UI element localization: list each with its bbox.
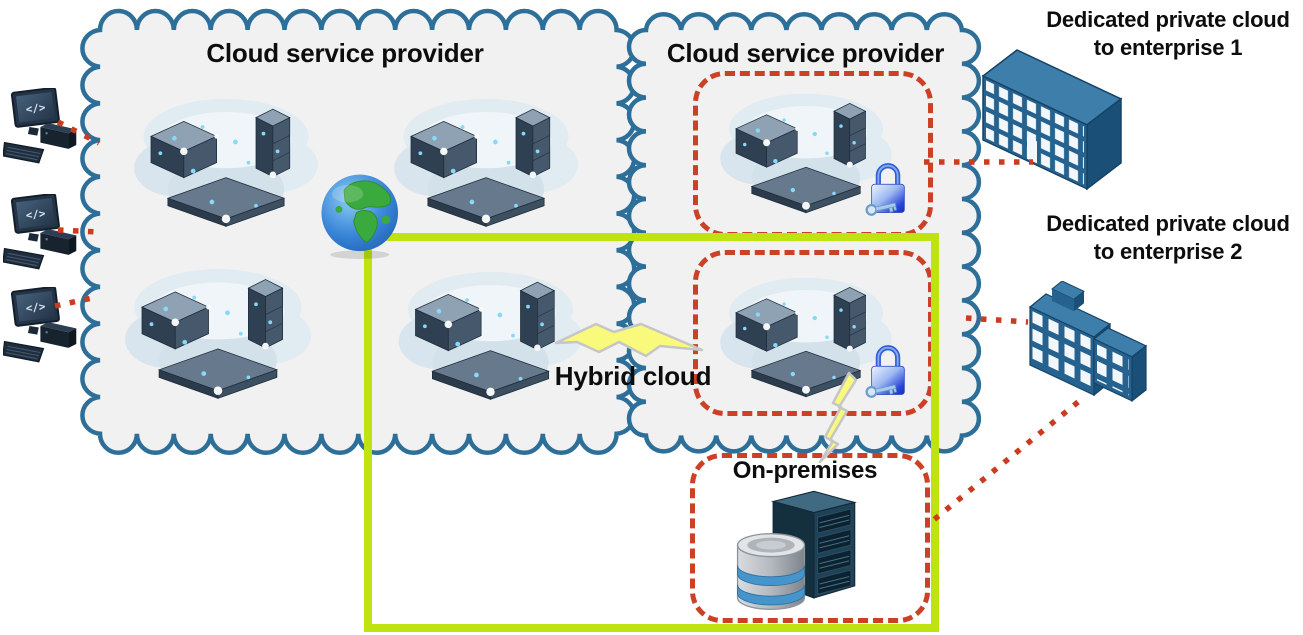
database-icon [736, 533, 806, 611]
enterprise2-label: Dedicated private cloud to enterprise 2 [1046, 211, 1290, 265]
client-computer-2 [2, 194, 78, 272]
server-cluster-2 [392, 82, 580, 232]
cloud1-title: Cloud service provider [206, 38, 484, 68]
small-office-building-icon [1028, 281, 1148, 403]
rack-shelves [817, 508, 852, 595]
building-windows [986, 80, 1084, 185]
building-door [1027, 136, 1037, 164]
globe-icon [321, 174, 399, 259]
server-cluster-1 [132, 82, 320, 232]
server-rack-icon [770, 490, 857, 599]
onprem-box [690, 453, 930, 623]
onprem-label: On-premises [732, 457, 878, 484]
server-cluster-3 [118, 252, 318, 404]
enterprise1-label: Dedicated private cloud to enterprise 1 [1046, 7, 1290, 61]
cloud2-title: Cloud service provider [666, 38, 945, 68]
office-building-icon [981, 49, 1123, 191]
client-computer-1 [2, 88, 78, 166]
padlock-1 [862, 150, 914, 226]
hybrid-cloud-frame [364, 233, 939, 632]
hybrid-cloud-label: Hybrid cloud [554, 361, 712, 391]
client-computer-3 [2, 287, 78, 365]
